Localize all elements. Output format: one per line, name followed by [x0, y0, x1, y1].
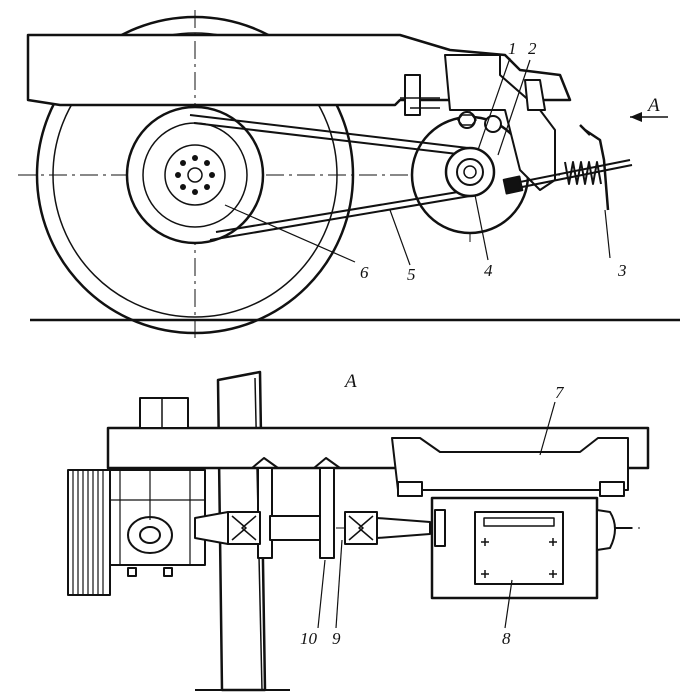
view-arrow-label: A — [648, 95, 660, 116]
callout-4: 4 — [484, 261, 493, 280]
callout-10: 10 — [300, 629, 317, 648]
leader-lines — [224, 57, 611, 266]
mount-bracket — [400, 74, 546, 116]
callout-1: 1 — [508, 39, 517, 58]
frame-beam — [26, 33, 572, 107]
leader-lines-bottom — [317, 401, 556, 629]
section-view-label: A — [345, 371, 357, 392]
section-view — [67, 370, 650, 692]
hub-bolts — [175, 155, 215, 195]
axle-box — [67, 469, 206, 596]
belt-drive — [189, 114, 471, 241]
tension-lever — [584, 128, 610, 211]
callout-7: 7 — [555, 383, 564, 402]
cardan-coupling — [194, 511, 431, 545]
hanger-plates — [251, 457, 341, 559]
callout-5: 5 — [407, 265, 416, 284]
axle-pulley — [125, 105, 265, 245]
callout-6: 6 — [360, 263, 369, 282]
callout-3: 3 — [618, 261, 627, 280]
generator-hub — [444, 146, 496, 198]
view-arrow — [630, 112, 668, 122]
callout-8: 8 — [502, 629, 511, 648]
side-view — [18, 10, 680, 340]
spring — [564, 161, 602, 185]
callout-9: 9 — [332, 629, 341, 648]
generator-body — [430, 496, 632, 600]
callout-2: 2 — [528, 39, 537, 58]
generator-frame — [391, 437, 629, 491]
tension-rod — [502, 124, 633, 211]
